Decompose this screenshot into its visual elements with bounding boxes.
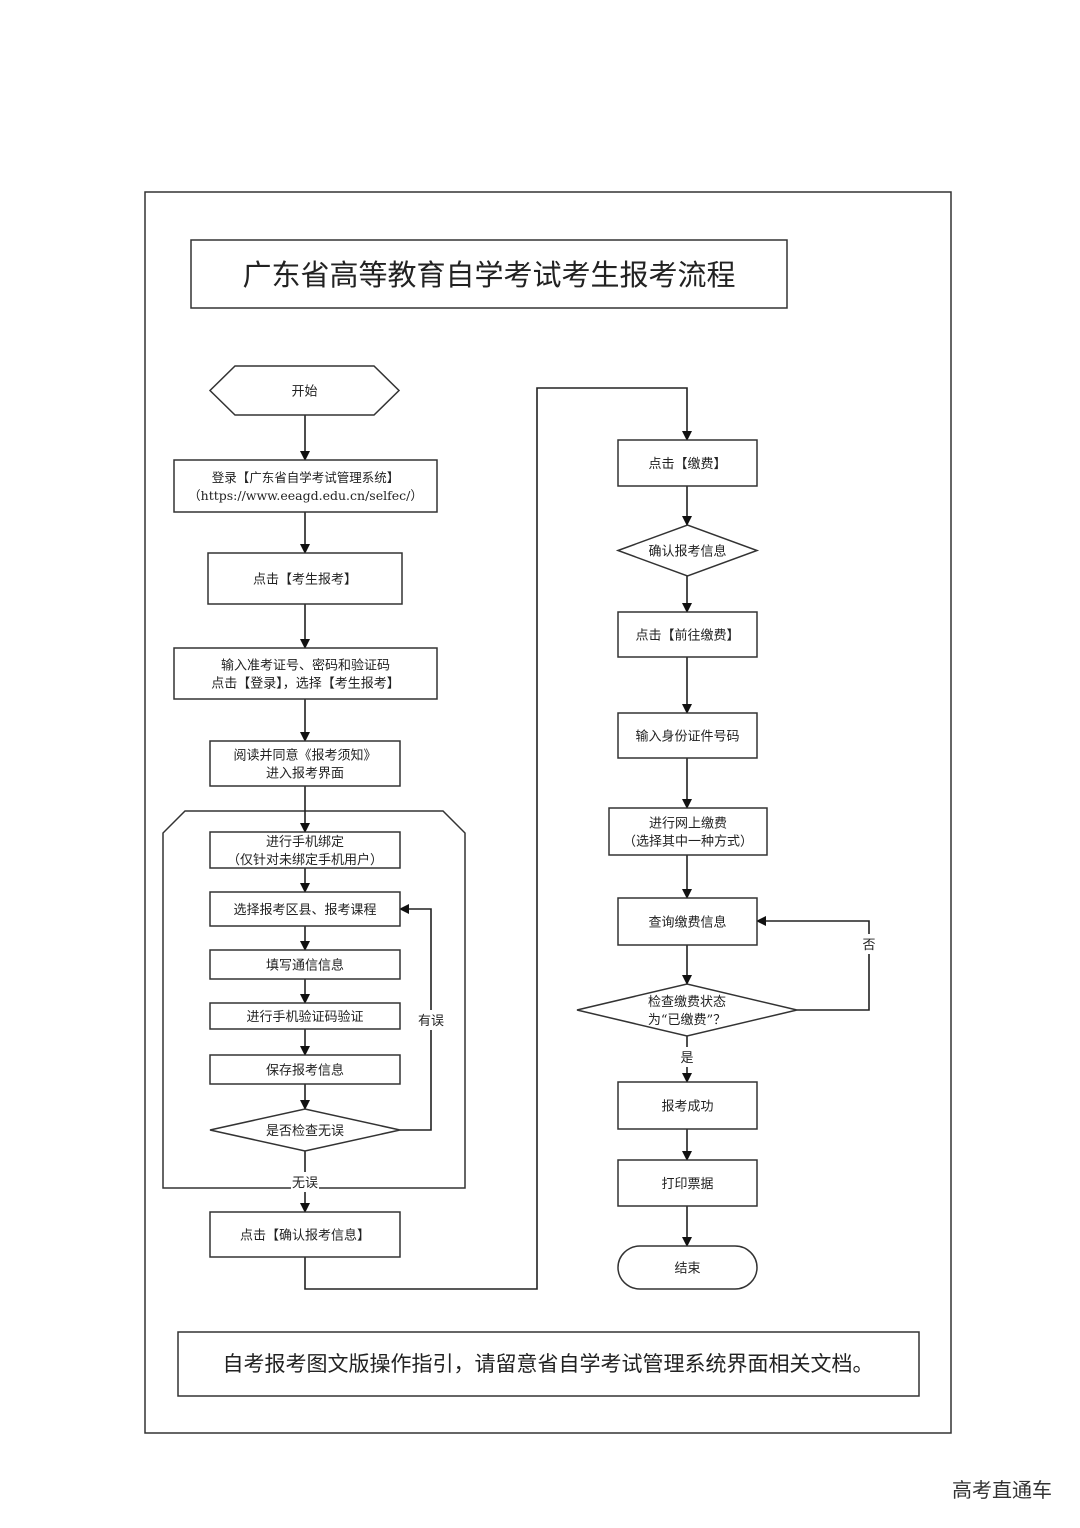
- node-start: 开始: [208, 365, 401, 416]
- apply-section-container: [162, 810, 466, 1189]
- edge-label-yes: 是: [680, 1051, 693, 1066]
- node-text: 点击【考生报考】: [253, 572, 357, 587]
- node-click-apply: 点击【考生报考】: [207, 552, 403, 605]
- node-text: 登录【广东省自学考试管理系统】: [212, 470, 400, 485]
- node-success: 报考成功: [617, 1081, 758, 1130]
- node-text: 点击【登录】，选择【考生报考】: [211, 676, 400, 691]
- node-text: （https://www.eeagd.edu.cn/selfec/）: [188, 488, 423, 503]
- node-confirm-diamond: 确认报考信息: [615, 524, 760, 577]
- node-end: 结束: [617, 1245, 758, 1290]
- footer-note: 自考报考图文版操作指引，请留意省自学考试管理系统界面相关文档。: [223, 1352, 874, 1376]
- node-text: 阅读并同意《报考须知》: [233, 747, 376, 763]
- node-bind-phone: 进行手机绑定 （仅针对未绑定手机用户）: [209, 831, 401, 869]
- node-login: 登录【广东省自学考试管理系统】 （https://www.eeagd.edu.cn…: [173, 459, 438, 513]
- node-text: 点击【确认报考信息】: [240, 1227, 370, 1243]
- node-text: 进入报考界面: [266, 766, 344, 781]
- node-text: 查询缴费信息: [648, 914, 726, 930]
- title-box: 广东省高等教育自学考试考生报考流程: [190, 239, 788, 309]
- node-text: 开始: [291, 384, 317, 399]
- node-read-notice: 阅读并同意《报考须知》进入报考界面: [209, 740, 401, 787]
- flow-arrow: [304, 387, 692, 1290]
- node-text: 进行网上缴费: [649, 816, 727, 831]
- node-click-pay: 点击【缴费】: [617, 439, 758, 487]
- node-check-ok: 是否检查无误: [209, 1108, 401, 1152]
- node-text: 进行手机绑定: [266, 835, 344, 850]
- node-text: 为“已缴费”？: [648, 1013, 726, 1028]
- node-query-pay: 查询缴费信息: [617, 897, 758, 946]
- node-go-pay: 点击【前往缴费】: [617, 611, 758, 658]
- node-text: （仅针对未绑定手机用户）: [227, 852, 383, 868]
- node-text: 输入准考证号、密码和验证码: [221, 657, 390, 673]
- edge-label-no: 否: [862, 938, 875, 953]
- node-text: 打印票据: [661, 1177, 713, 1192]
- page-title: 广东省高等教育自学考试考生报考流程: [242, 258, 735, 292]
- node-text: 点击【前往缴费】: [635, 627, 739, 643]
- node-select-course: 选择报考区县、报考课程: [209, 891, 401, 927]
- flow-arrow: [756, 916, 870, 1011]
- watermark: 高考直通车: [952, 1478, 1052, 1502]
- node-text: 是否检查无误: [266, 1124, 344, 1139]
- edge-label-has-error: 有误: [418, 1014, 444, 1029]
- node-text: 填写通信信息: [266, 957, 344, 973]
- node-text: 选择报考区县、报考课程: [233, 903, 376, 918]
- node-online-pay: 进行网上缴费 （选择其中一种方式）: [608, 807, 768, 856]
- node-text: 结束: [674, 1261, 700, 1276]
- node-enter-id: 输入身份证件号码: [617, 712, 758, 759]
- node-text: 报考成功: [661, 1099, 713, 1114]
- node-text: 点击【缴费】: [648, 457, 726, 472]
- outer-border: [144, 191, 952, 1434]
- node-confirm-info: 点击【确认报考信息】: [209, 1211, 401, 1258]
- node-text: 输入身份证件号码: [635, 728, 739, 744]
- node-fill-contact: 填写通信信息: [209, 949, 401, 980]
- node-print-receipt: 打印票据: [617, 1159, 758, 1207]
- node-text: 进行手机验证码验证: [246, 1009, 363, 1025]
- node-text: 检查缴费状态: [648, 995, 726, 1010]
- node-text: （选择其中一种方式）: [623, 833, 753, 849]
- footer-note-box: 自考报考图文版操作指引，请留意省自学考试管理系统界面相关文档。: [177, 1331, 920, 1397]
- node-text: 保存报考信息: [266, 1062, 344, 1078]
- edge-label-no-error: 无误: [292, 1176, 318, 1191]
- node-sms-verify: 进行手机验证码验证: [209, 1002, 401, 1030]
- node-save-info: 保存报考信息: [209, 1054, 401, 1085]
- node-text: 确认报考信息: [648, 543, 726, 559]
